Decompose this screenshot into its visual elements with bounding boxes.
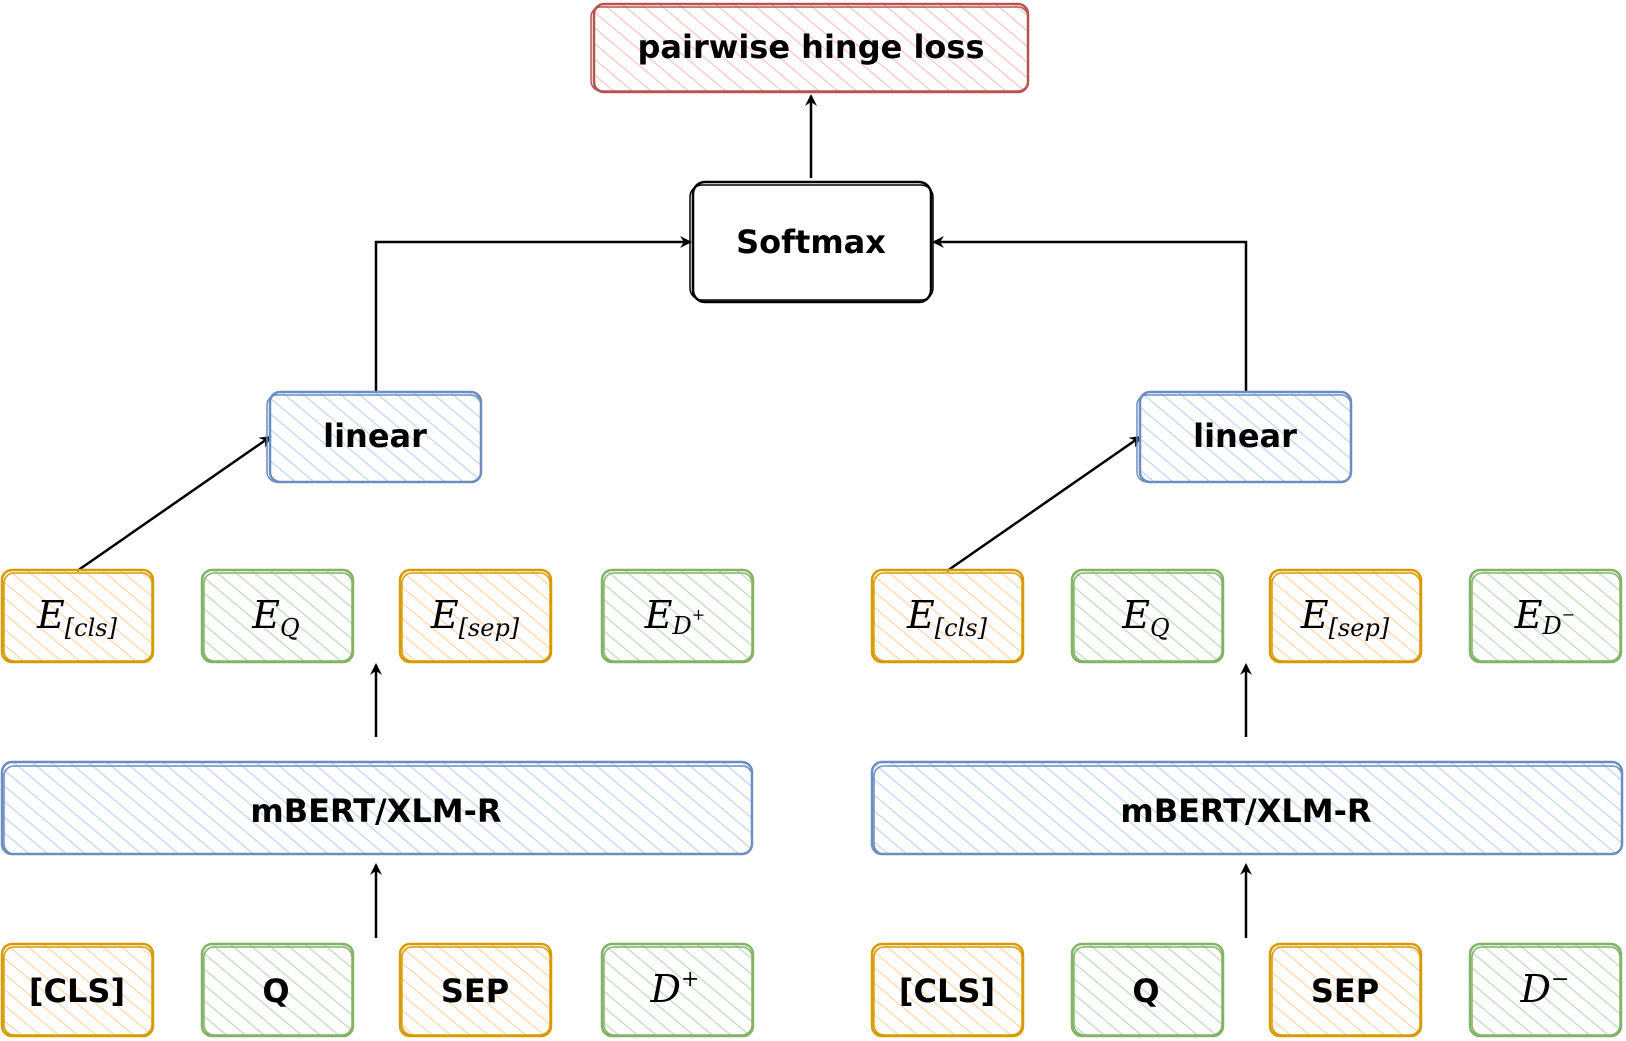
arrow-left-cls-to-linear xyxy=(76,435,272,573)
right-emb-doc-box: ED− xyxy=(1468,568,1623,664)
softmax-box: Softmax xyxy=(689,180,934,304)
left-emb-doc-box: ED+ xyxy=(600,568,755,664)
loss-label: pairwise hinge loss xyxy=(638,28,985,66)
right-emb-cls-label: E[cls] xyxy=(906,593,988,642)
left-emb-cls-box: E[cls] xyxy=(0,568,155,664)
arrow-right-cls-to-linear xyxy=(946,435,1142,573)
left-encoder-label: mBERT/XLM-R xyxy=(250,792,501,830)
right-encoder-label: mBERT/XLM-R xyxy=(1120,792,1371,830)
left-branch: linear E[cls] EQ E[sep] xyxy=(0,390,755,1038)
left-tok-cls-box: [CLS] xyxy=(0,942,155,1038)
left-tok-doc-label: D+ xyxy=(650,967,700,1011)
left-linear-box: linear xyxy=(266,390,483,484)
right-tok-q-label: Q xyxy=(1132,972,1159,1010)
right-emb-q-label: EQ xyxy=(1121,593,1169,642)
left-tok-doc-box: D+ xyxy=(600,942,755,1038)
left-tok-q-label: Q xyxy=(262,972,289,1010)
arrow-right-linear-to-softmax xyxy=(932,236,1248,391)
left-emb-sep-box: E[sep] xyxy=(398,568,553,664)
left-emb-q-label: EQ xyxy=(251,593,299,642)
right-tok-cls-label: [CLS] xyxy=(899,972,995,1010)
right-tok-q-box: Q xyxy=(1070,942,1225,1038)
left-tok-sep-label: SEP xyxy=(441,972,509,1010)
right-tok-doc-label: D− xyxy=(1520,967,1570,1011)
right-emb-sep-label: E[sep] xyxy=(1300,593,1390,642)
right-tok-cls-box: [CLS] xyxy=(870,942,1025,1038)
loss-box: pairwise hinge loss xyxy=(590,2,1030,94)
connectors xyxy=(76,94,1252,938)
right-tok-sep-label: SEP xyxy=(1311,972,1379,1010)
right-emb-doc-label: ED− xyxy=(1514,593,1575,640)
right-branch: linear E[cls] EQ E[sep] xyxy=(870,390,1624,1038)
right-emb-sep-box: E[sep] xyxy=(1268,568,1423,664)
softmax-label: Softmax xyxy=(736,223,886,261)
left-tok-q-box: Q xyxy=(200,942,355,1038)
left-emb-doc-label: ED+ xyxy=(644,593,705,640)
right-tok-sep-box: SEP xyxy=(1268,942,1423,1038)
left-tok-cls-label: [CLS] xyxy=(29,972,125,1010)
left-linear-label: linear xyxy=(323,417,427,455)
left-emb-sep-label: E[sep] xyxy=(430,593,520,642)
right-linear-label: linear xyxy=(1193,417,1297,455)
right-emb-q-box: EQ xyxy=(1070,568,1225,664)
left-encoder-box: mBERT/XLM-R xyxy=(0,760,754,856)
right-tok-doc-box: D− xyxy=(1468,942,1623,1038)
left-emb-q-box: EQ xyxy=(200,568,355,664)
arrow-left-linear-to-softmax xyxy=(374,236,692,391)
right-encoder-box: mBERT/XLM-R xyxy=(870,760,1624,856)
right-emb-cls-box: E[cls] xyxy=(870,568,1025,664)
left-emb-cls-label: E[cls] xyxy=(36,593,118,642)
left-tok-sep-box: SEP xyxy=(398,942,553,1038)
right-linear-box: linear xyxy=(1136,390,1353,484)
